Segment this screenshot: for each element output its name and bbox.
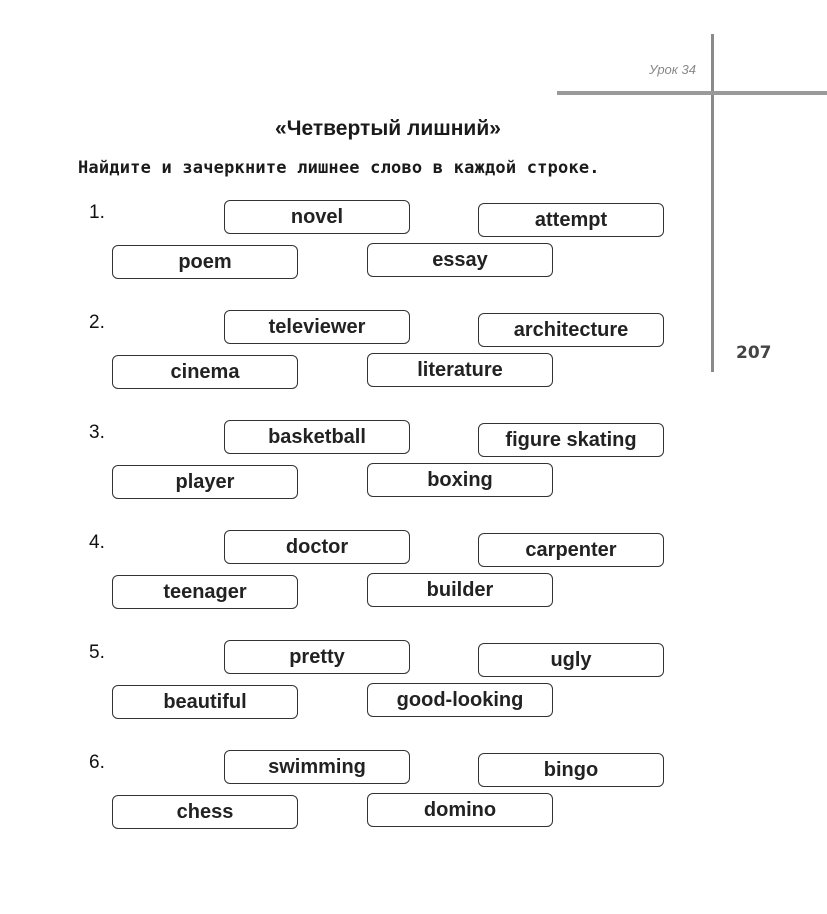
margin-horizontal-line (557, 91, 827, 95)
word-box[interactable]: pretty (224, 640, 410, 674)
word-box[interactable]: domino (367, 793, 553, 827)
word-box[interactable]: boxing (367, 463, 553, 497)
word-box[interactable]: builder (367, 573, 553, 607)
word-box[interactable]: televiewer (224, 310, 410, 344)
row-number: 6. (89, 752, 105, 773)
word-box[interactable]: figure skating (478, 423, 664, 457)
word-box[interactable]: literature (367, 353, 553, 387)
word-box[interactable]: novel (224, 200, 410, 234)
word-box[interactable]: chess (112, 795, 298, 829)
word-box[interactable]: good-looking (367, 683, 553, 717)
row-number: 1. (89, 202, 105, 223)
page-number: 207 (736, 343, 772, 363)
row-number: 5. (89, 642, 105, 663)
word-box[interactable]: attempt (478, 203, 664, 237)
row-number: 3. (89, 422, 105, 443)
row-number: 4. (89, 532, 105, 553)
word-box[interactable]: architecture (478, 313, 664, 347)
word-box[interactable]: doctor (224, 530, 410, 564)
margin-vertical-line (711, 34, 714, 372)
word-box[interactable]: player (112, 465, 298, 499)
word-box[interactable]: poem (112, 245, 298, 279)
word-box[interactable]: ugly (478, 643, 664, 677)
word-box[interactable]: basketball (224, 420, 410, 454)
exercise-title: «Четвертый лишний» (275, 117, 501, 140)
lesson-label: Урок 34 (649, 62, 696, 77)
word-box[interactable]: cinema (112, 355, 298, 389)
word-box[interactable]: essay (367, 243, 553, 277)
word-box[interactable]: swimming (224, 750, 410, 784)
word-box[interactable]: teenager (112, 575, 298, 609)
row-number: 2. (89, 312, 105, 333)
word-box[interactable]: carpenter (478, 533, 664, 567)
exercise-instruction: Найдите и зачеркните лишнее слово в кажд… (78, 158, 600, 178)
word-box[interactable]: bingo (478, 753, 664, 787)
word-box[interactable]: beautiful (112, 685, 298, 719)
